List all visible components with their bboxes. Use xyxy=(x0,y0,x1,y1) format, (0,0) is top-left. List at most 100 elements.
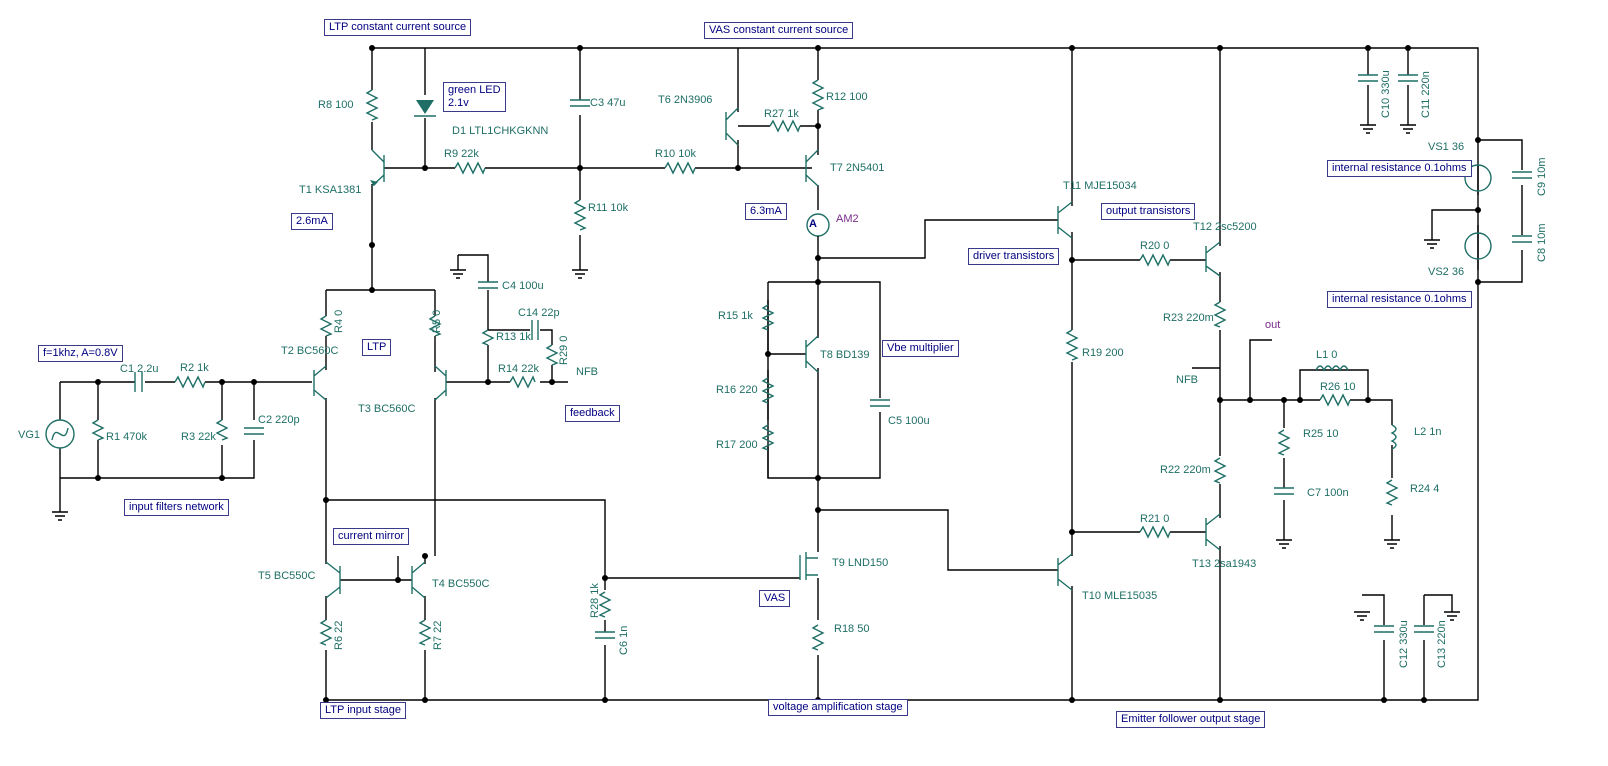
resistor-r10 xyxy=(664,161,696,175)
resistor-r11 xyxy=(573,199,587,231)
label-ltp-input-stage: LTP input stage xyxy=(320,702,407,719)
label-r2: R2 1k xyxy=(180,362,209,374)
ammeter-letter: A xyxy=(809,218,817,230)
resistor-r24 xyxy=(1385,479,1399,506)
label-current-mirror: current mirror xyxy=(333,528,410,545)
transistor-t5 xyxy=(325,561,341,599)
capacitor-c4 xyxy=(478,281,498,289)
transistor-t4 xyxy=(411,561,426,599)
transistor-t7 xyxy=(805,149,819,187)
resistor-r9 xyxy=(454,161,486,175)
label-r13: R13 1k xyxy=(496,331,531,343)
resistor-r6 xyxy=(319,619,333,646)
label-r4: R4 0 xyxy=(333,309,345,333)
resistor-r7 xyxy=(418,619,432,646)
label-r14: R14 22k xyxy=(498,363,539,375)
resistor-r22 xyxy=(1213,457,1227,484)
led-d1 xyxy=(414,100,436,117)
resistor-r27 xyxy=(769,119,801,133)
label-r8: R8 100 xyxy=(318,99,354,111)
label-r1: R1 470k xyxy=(106,431,147,443)
label-nfb-input: NFB xyxy=(576,366,598,378)
label-vg1: VG1 xyxy=(18,429,41,441)
capacitor-c6 xyxy=(595,631,615,639)
capacitor-c9 xyxy=(1512,171,1532,179)
label-vs1: VS1 36 xyxy=(1428,141,1465,153)
label-r3: R3 22k xyxy=(181,431,216,443)
label-c2: C2 220p xyxy=(258,414,300,426)
resistor-r16 xyxy=(761,377,775,404)
label-r27: R27 1k xyxy=(764,108,799,120)
label-vbe-multiplier: Vbe multiplier xyxy=(882,340,959,357)
ltp-current-source-wiring xyxy=(326,48,812,291)
capacitor-c1 xyxy=(134,372,143,392)
label-r12: R12 100 xyxy=(826,91,868,103)
label-internal-resistance-2: internal resistance 0.1ohms xyxy=(1327,291,1472,308)
label-driver-transistors: driver transistors xyxy=(968,248,1060,265)
output-wiring xyxy=(1071,48,1393,700)
resistor-r26 xyxy=(1319,393,1351,407)
label-r20: R20 0 xyxy=(1140,240,1170,252)
label-c5: C5 100u xyxy=(888,415,930,427)
source-vs2 xyxy=(1464,232,1492,260)
led-name: green LED xyxy=(448,84,501,96)
label-ltp: LTP xyxy=(362,339,392,356)
capacitor-c12 xyxy=(1374,625,1394,633)
resistor-r28 xyxy=(598,591,612,618)
resistor-r4 xyxy=(319,315,333,337)
mosfet-t9 xyxy=(799,552,818,580)
label-t1: T1 KSA1381 xyxy=(299,184,362,196)
label-c3: C3 47u xyxy=(590,97,626,109)
ground-c4 xyxy=(450,269,466,279)
capacitor-c13 xyxy=(1414,625,1434,633)
label-t9: T9 LND150 xyxy=(832,557,889,569)
resistor-r2 xyxy=(174,375,206,389)
led-voltage: 2.1v xyxy=(448,97,469,109)
label-ltp-current-source: LTP constant current source xyxy=(324,19,472,36)
label-c11: C11 220n xyxy=(1420,71,1432,118)
label-r17: R17 200 xyxy=(716,439,758,451)
transistor-t1 xyxy=(370,149,385,187)
resistor-r29 xyxy=(545,344,559,366)
label-t3: T3 BC560C xyxy=(358,403,416,415)
label-c12: C12 330u xyxy=(1398,620,1410,668)
inductor-l2 xyxy=(1390,424,1397,450)
label-feedback: feedback xyxy=(565,405,620,422)
resistor-r21 xyxy=(1139,525,1171,539)
transistor-t6 xyxy=(725,107,739,146)
source-vs1 xyxy=(1464,164,1492,192)
label-r18: R18 50 xyxy=(834,623,870,635)
resistor-r1 xyxy=(91,419,105,441)
label-r28: R28 1k xyxy=(589,583,601,618)
inductor-l1 xyxy=(1315,365,1349,372)
vas-current-source-wiring xyxy=(737,48,819,210)
label-c8: C8 10m xyxy=(1536,223,1548,262)
supply-wiring xyxy=(1362,48,1523,700)
label-c14: C14 22p xyxy=(518,307,560,319)
transistor-t12 xyxy=(1205,241,1221,277)
label-c6: C6 1n xyxy=(618,625,630,655)
label-vas: VAS xyxy=(759,590,791,607)
source-vg1 xyxy=(45,419,75,449)
label-t12: T12 2sc5200 xyxy=(1193,221,1257,233)
resistor-r23 xyxy=(1213,301,1227,328)
capacitor-c3 xyxy=(570,99,590,107)
label-c9: C9 10m xyxy=(1536,157,1548,196)
label-emitter-follower-stage: Emitter follower output stage xyxy=(1116,711,1266,728)
resistor-r12 xyxy=(811,79,825,111)
ground-r11 xyxy=(572,269,588,279)
label-r11: R11 10k xyxy=(588,202,629,214)
label-am2: AM2 xyxy=(836,213,859,225)
label-c4: C4 100u xyxy=(502,280,544,292)
label-c1: C1 2.2u xyxy=(120,363,159,375)
transistor-t3 xyxy=(434,365,447,401)
label-nfb-output: NFB xyxy=(1176,374,1198,386)
label-t10: T10 MLE15035 xyxy=(1082,590,1158,602)
vas-wiring xyxy=(604,219,1058,700)
label-t4: T4 BC550C xyxy=(432,578,490,590)
label-r19: R19 200 xyxy=(1082,347,1124,359)
ground-vg1 xyxy=(52,511,68,521)
label-r23: R23 220m xyxy=(1163,312,1214,324)
